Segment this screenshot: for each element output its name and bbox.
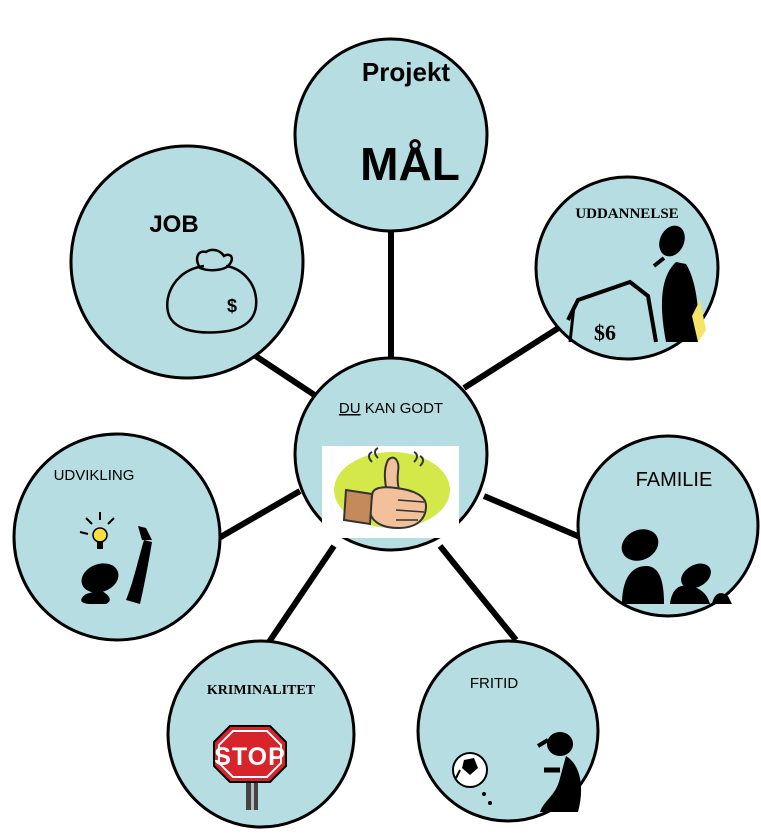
connector-familie (482, 493, 582, 540)
center-label-du: DU (339, 400, 361, 417)
node-job: JOB $ (69, 144, 305, 380)
idea-lightbulb-icon (79, 512, 152, 604)
connector-kriminalitet (266, 544, 337, 644)
node-center: DU KAN GODT (293, 356, 489, 552)
money-bag-icon: $ (166, 248, 258, 334)
node-udvikling: UDVIKLING (12, 432, 222, 642)
node-projekt-subtitle: MÅL (360, 138, 460, 190)
node-projekt-title: Projekt (362, 57, 450, 87)
node-fritid-label: FRITID (470, 675, 518, 692)
node-udvikling-label: UDVIKLING (54, 467, 135, 484)
node-fritid: FRITID (416, 639, 600, 823)
family-icon (621, 529, 732, 604)
node-job-label: JOB (149, 211, 198, 238)
connectors (203, 225, 582, 644)
thumbs-up-icon (322, 446, 459, 538)
node-uddannelse: UDDANNELSE $6 (534, 175, 720, 361)
connector-job (243, 346, 318, 399)
svg-text:$: $ (227, 296, 237, 316)
node-udvikling-circle (12, 432, 222, 642)
center-label-rest: KAN GODT (361, 400, 444, 417)
board-text: $6 (594, 320, 616, 345)
connector-fritid (437, 544, 519, 642)
node-projekt-circle (293, 37, 489, 233)
teacher-at-board-icon: $6 (566, 225, 706, 345)
center-label: DU KAN GODT (339, 400, 443, 417)
node-familie-label: FAMILIE (636, 469, 713, 491)
football-player-icon (452, 732, 582, 812)
node-familie-circle (576, 434, 760, 618)
stop-sign-text: STOP (214, 743, 286, 771)
connector-uddannelse (462, 324, 562, 391)
node-uddannelse-label: UDDANNELSE (575, 206, 678, 222)
node-kriminalitet: KRIMINALITET STOP (166, 639, 356, 829)
node-kriminalitet-label: KRIMINALITET (207, 683, 316, 698)
node-familie: FAMILIE (576, 434, 760, 618)
node-projekt: Projekt MÅL (293, 37, 489, 233)
node-job-circle (69, 144, 305, 380)
stop-sign-icon: STOP (213, 725, 287, 810)
